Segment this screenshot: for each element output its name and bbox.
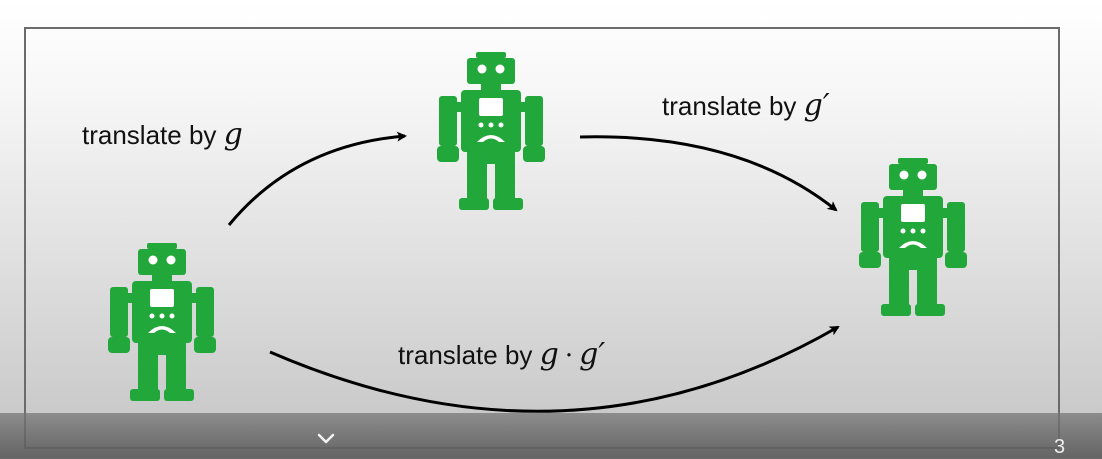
label-translate-g: translate by g <box>82 117 243 152</box>
label-prefix: translate by <box>662 91 804 121</box>
page-number: 3 <box>1054 436 1066 458</box>
arrow-g-prime <box>579 135 838 212</box>
robot-icon <box>859 158 967 316</box>
math-g: g <box>539 337 559 372</box>
label-translate-composition: translate by g·g′ <box>398 337 605 372</box>
robot-middle <box>437 52 545 210</box>
video-player-bar <box>0 413 1102 458</box>
robot-icon <box>437 52 545 210</box>
robot-start <box>108 243 216 401</box>
math-g-prime: g′ <box>579 337 606 372</box>
math-g: g <box>223 117 243 152</box>
chevron-down-icon[interactable] <box>316 432 336 446</box>
label-prefix: translate by <box>398 340 540 370</box>
math-g-prime: g′ <box>803 88 830 123</box>
label-translate-g-prime: translate by g′ <box>662 88 830 123</box>
operator-dot: · <box>564 341 574 371</box>
robot-icon <box>108 243 216 401</box>
arrow-composition <box>269 325 840 413</box>
robot-end <box>859 158 967 316</box>
label-prefix: translate by <box>82 120 224 150</box>
arrow-g <box>227 131 407 226</box>
